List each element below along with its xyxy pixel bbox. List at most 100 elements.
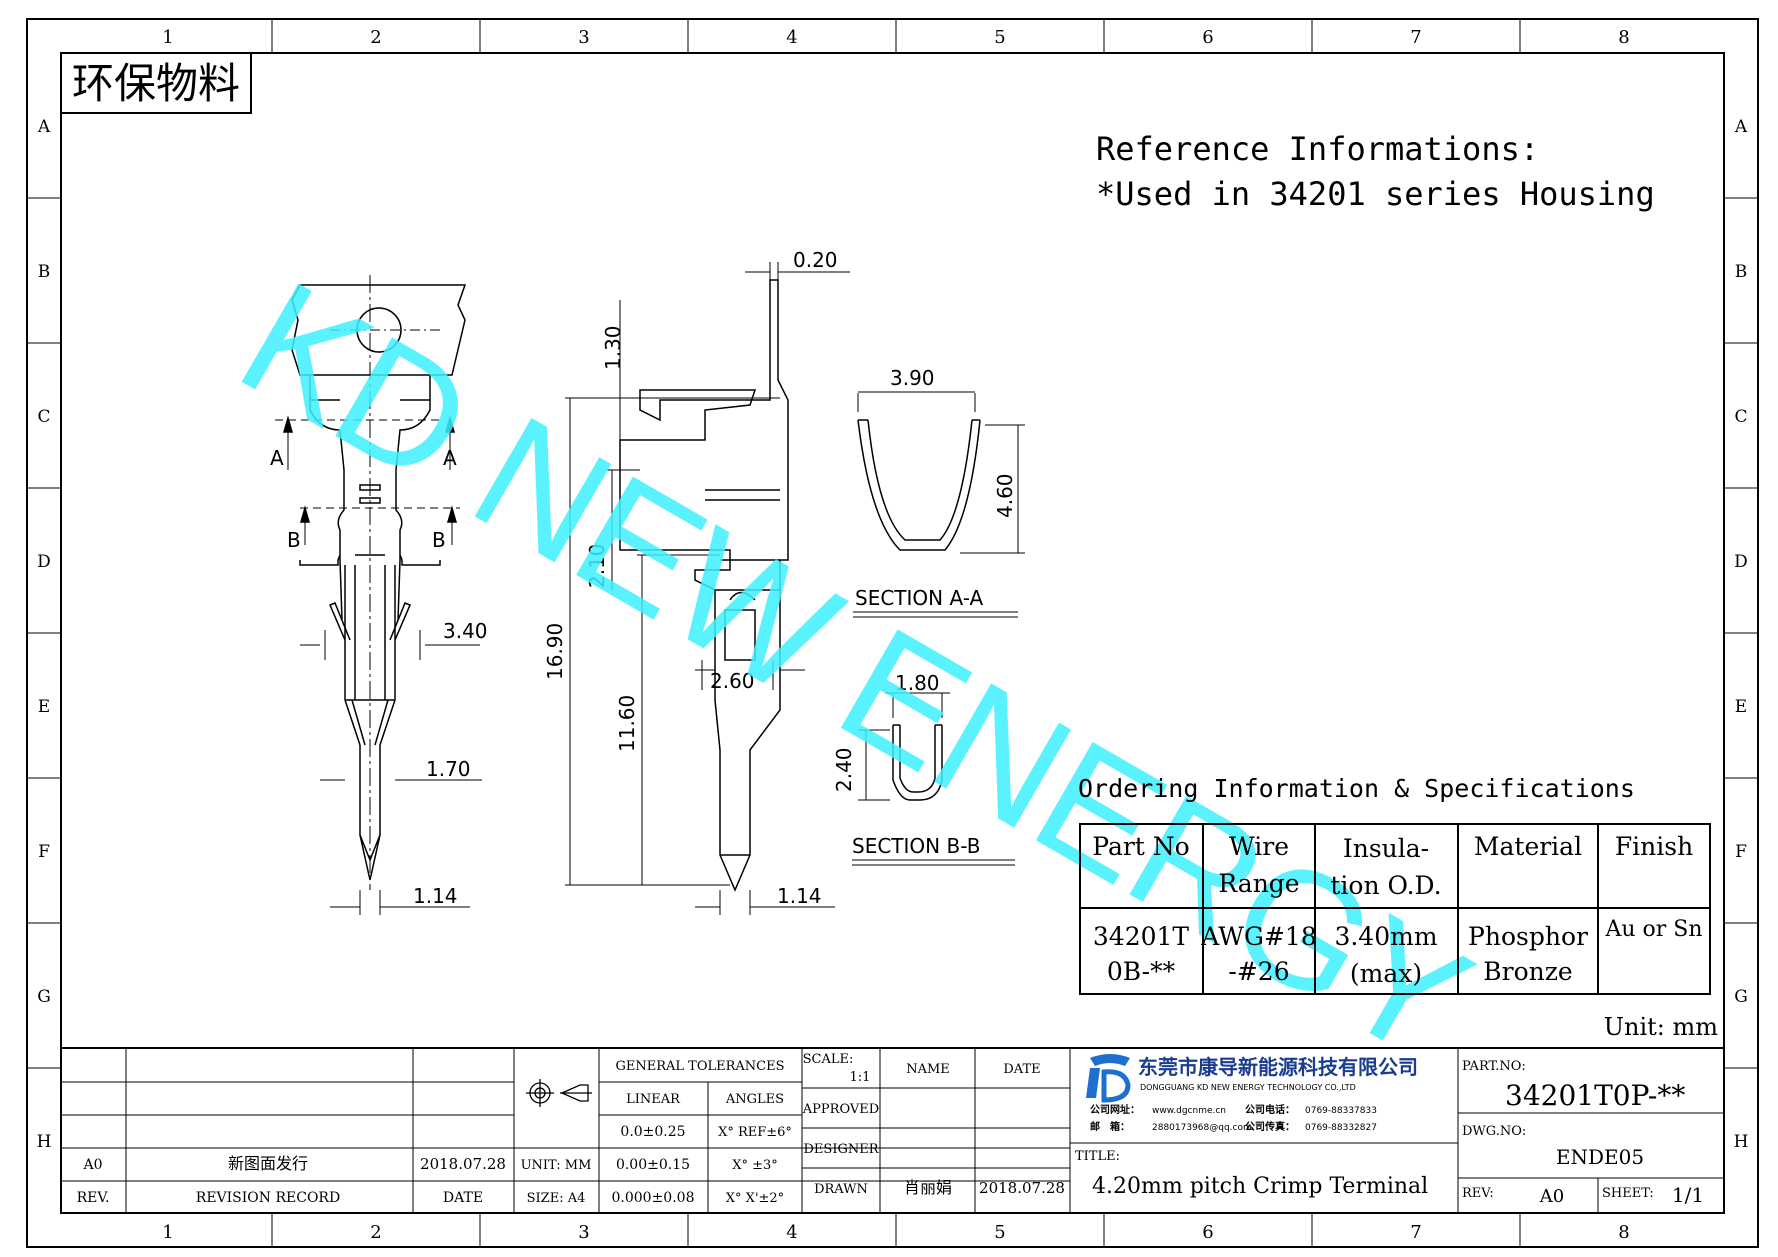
company-tel: 0769-88337833 (1305, 1106, 1377, 1116)
company-name-cn: 东莞市康导新能源科技有限公司 (1138, 1055, 1418, 1079)
row-label-right: C (1734, 407, 1747, 427)
rev-date: 2018.07.28 (420, 1155, 506, 1173)
row-label-right: B (1735, 262, 1748, 282)
reference-info: Reference Informations: *Used in 34201 s… (1096, 130, 1655, 213)
row-label-right: E (1735, 697, 1747, 717)
title-label: TITLE: (1075, 1149, 1120, 1164)
col-label-bottom: 1 (162, 1222, 173, 1243)
col-label-top: 4 (786, 27, 797, 48)
dim-3-40: 3.40 (443, 619, 488, 643)
side-view-labels: 0.20 1.30 16.90 2.10 11.60 2.60 1.14 (543, 248, 838, 908)
side-view-drawing (565, 262, 850, 915)
eco-material-stamp: 环保物料 (60, 52, 252, 114)
top-view-labels: A A B B 3.40 1.70 1.14 (270, 446, 488, 908)
cell-material-1: Phosphor (1468, 922, 1588, 951)
drawn-label: DRAWN (814, 1182, 868, 1197)
dim-2-10: 2.10 (585, 543, 609, 588)
col-label-bottom: 7 (1410, 1222, 1421, 1243)
rev-label-2: REV: (1462, 1186, 1494, 1201)
col-label-top: 2 (370, 27, 381, 48)
dwg-no-value: ENDE05 (1556, 1145, 1644, 1169)
section-mark-b-left: B (287, 528, 301, 552)
company-fax: 0769-88332827 (1305, 1123, 1377, 1133)
cell-insulation-1: 3.40mm (1334, 922, 1437, 951)
col-label-bottom: 2 (370, 1222, 381, 1243)
col-label-top: 3 (578, 27, 589, 48)
section-mark-a-right: A (443, 446, 457, 470)
header-range: Range (1218, 869, 1299, 898)
angle-tol-2: X° ±3° (732, 1158, 778, 1173)
header-finish: Finish (1615, 832, 1693, 861)
row-label-left: C (37, 407, 50, 427)
drawn-date: 2018.07.28 (979, 1179, 1065, 1197)
date-header: DATE (1003, 1062, 1040, 1077)
scale-label: SCALE: (803, 1052, 854, 1067)
general-tolerances: GENERAL TOLERANCES (615, 1059, 784, 1074)
size-label: SIZE: A4 (527, 1191, 586, 1206)
company-tel-label: 公司电话： (1245, 1103, 1295, 1116)
linear-label: LINEAR (626, 1092, 681, 1107)
row-labels: A B C D E F G H A B C D E F G H (37, 117, 1749, 1152)
row-label-right: F (1735, 842, 1747, 862)
col-label-bottom: 5 (994, 1222, 1005, 1243)
cell-part-no-2: 0B-** (1107, 957, 1176, 986)
cell-part-no-1: 34201T (1093, 922, 1190, 951)
header-insulation-od: tion O.D. (1330, 871, 1441, 900)
col-label-top: 5 (994, 27, 1005, 48)
header-material: Material (1474, 832, 1582, 861)
column-labels: 1 2 3 4 5 6 7 8 1 2 3 4 5 6 7 8 (162, 27, 1629, 1243)
sheet-value: 1/1 (1672, 1183, 1704, 1207)
row-label-left: F (38, 842, 50, 862)
col-label-bottom: 8 (1618, 1222, 1629, 1243)
cell-wire-2: -#26 (1228, 957, 1289, 986)
section-aa-labels: 3.90 4.60 SECTION A-A (855, 366, 1017, 610)
unit-label: UNIT: MM (521, 1158, 592, 1173)
col-label-bottom: 6 (1202, 1222, 1213, 1243)
dim-16-90: 16.90 (543, 623, 567, 680)
dwg-no-label: DWG.NO: (1462, 1124, 1526, 1139)
rev-label: REV. (77, 1190, 110, 1206)
company-web: www.dgcnme.cn (1152, 1106, 1226, 1116)
col-label-bottom: 3 (578, 1222, 589, 1243)
dim-3-90: 3.90 (890, 366, 935, 390)
row-label-left: H (37, 1132, 52, 1152)
dim-1-14-right: 1.14 (777, 884, 822, 908)
row-label-left: B (38, 262, 51, 282)
cell-wire-1: AWG#18 (1200, 922, 1316, 951)
sheet-label: SHEET: (1602, 1186, 1654, 1201)
header-part-no: Part No (1092, 832, 1189, 861)
revision-record-label: REVISION RECORD (196, 1190, 340, 1206)
section-aa-drawing (853, 391, 1025, 618)
row-label-right: D (1734, 552, 1748, 572)
row-label-left: A (37, 117, 51, 137)
ordering-info: Ordering Information & Specifications Pa… (1078, 774, 1718, 1041)
drawn-name: 肖丽娟 (904, 1178, 952, 1197)
part-no-label: PART.NO: (1462, 1059, 1526, 1074)
company-name-en: DONGGUANG KD NEW ENERGY TECHNOLOGY CO.,L… (1140, 1083, 1356, 1092)
dim-11-60: 11.60 (615, 695, 639, 752)
col-label-top: 6 (1202, 27, 1213, 48)
header-wire: Wire (1229, 832, 1289, 861)
col-label-top: 8 (1618, 27, 1629, 48)
rev-code: A0 (82, 1157, 102, 1173)
header-insulation: Insula- (1343, 834, 1429, 863)
angles-label: ANGLES (725, 1092, 784, 1107)
row-label-right: A (1734, 117, 1748, 137)
sheet-frame (26, 18, 1759, 1248)
row-label-right: G (1734, 987, 1748, 1007)
section-aa-title: SECTION A-A (855, 586, 983, 610)
row-label-left: E (38, 697, 50, 717)
col-label-top: 1 (162, 27, 173, 48)
rev-record-text: 新图面发行 (228, 1154, 308, 1173)
dim-2-40: 2.40 (832, 747, 856, 792)
reference-title: Reference Informations: (1096, 130, 1539, 168)
linear-tol-1: 0.0±0.25 (620, 1124, 685, 1140)
dim-2-60: 2.60 (710, 669, 755, 693)
reference-usage: *Used in 34201 series Housing (1096, 175, 1655, 213)
linear-tol-2: 0.00±0.15 (616, 1157, 690, 1173)
title-block: A0 新图面发行 2018.07.28 REV. REVISION RECORD… (61, 1047, 1724, 1213)
kd-logo-icon (1086, 1054, 1131, 1103)
dim-1-30: 1.30 (601, 325, 625, 370)
cell-finish: Au or Sn (1604, 917, 1702, 942)
